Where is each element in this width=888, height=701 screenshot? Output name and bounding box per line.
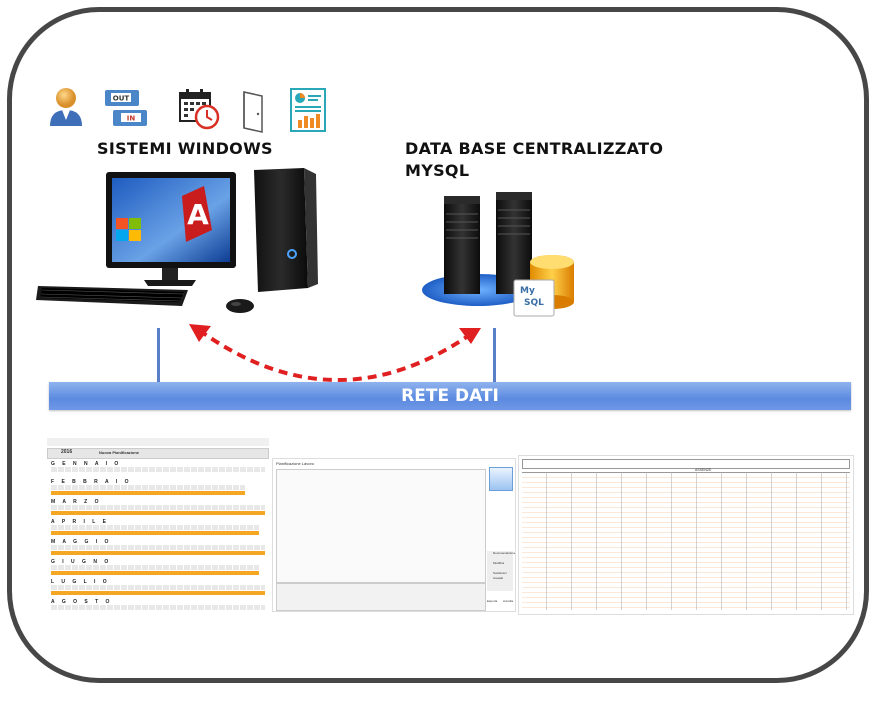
planner-screenshot: 2016 Nuova Pianificazione G E N N A I O …: [47, 438, 269, 614]
network-bar: RETE DATI: [49, 382, 851, 410]
windows-pc-illustration: A: [36, 168, 336, 318]
svg-text:IN: IN: [127, 115, 136, 123]
calendar-icon: [489, 467, 513, 491]
mysql-logo-line2: SQL: [524, 298, 544, 308]
database-caption: DATA BASE CENTRALIZZATO: [405, 139, 664, 158]
cancel-button[interactable]: Annulla: [503, 599, 514, 603]
modify-button[interactable]: Modifica: [493, 561, 505, 565]
windows-caption: SISTEMI WINDOWS: [97, 139, 273, 158]
svg-text:OUT: OUT: [113, 95, 130, 103]
mysql-logo-line1: My: [520, 286, 535, 296]
planner-month-label: F E B B R A I O: [51, 479, 132, 485]
report-header: ASSENZE: [695, 468, 712, 472]
planner-month-label: M A G G I O: [51, 539, 112, 545]
planner-new-button[interactable]: Nuova Pianificazione: [99, 450, 140, 455]
svg-text:A: A: [187, 198, 209, 231]
calendar-clock-icon: [178, 88, 220, 130]
planner-month-label: L U G L I O: [51, 579, 110, 585]
form-title: Pianificazione Lavoro: [276, 461, 315, 466]
report-screenshot: ASSENZE: [518, 455, 854, 615]
report-icon: [290, 88, 326, 132]
planner-month-label: A P R I L E: [51, 519, 109, 525]
planner-month-label: A G O S T O: [51, 599, 113, 605]
replace-causes-button[interactable]: Sostituisci Causali: [493, 571, 507, 580]
planner-year: 2016: [61, 449, 73, 455]
out-in-icon: OUT IN: [103, 88, 149, 128]
bidirectional-arrow: [185, 318, 485, 386]
windows-connector-line: [157, 328, 160, 384]
documentation-button[interactable]: Documentazione: [493, 551, 516, 555]
form-screenshot: Pianificazione Lavoro Documentazione Mod…: [272, 458, 516, 612]
network-label: RETE DATI: [401, 386, 499, 406]
planner-month-label: M A R Z O: [51, 499, 102, 505]
planner-month-label: G I U G N O: [51, 559, 112, 565]
planner-month-label: G E N N A I O: [51, 461, 122, 467]
mysql-caption: MYSQL: [405, 161, 470, 180]
database-connector-line: [493, 328, 496, 384]
export-button[interactable]: Esporta: [487, 599, 498, 603]
door-icon: [240, 88, 268, 136]
user-icon: [48, 86, 84, 128]
database-servers-illustration: [418, 192, 583, 322]
